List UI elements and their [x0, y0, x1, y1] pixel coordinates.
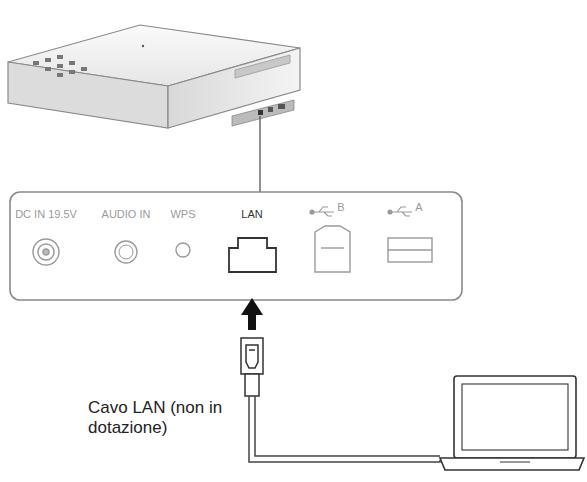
port-label: B	[337, 201, 344, 213]
ports	[33, 226, 432, 272]
port-label: AUDIO IN	[102, 208, 151, 220]
port-panel	[10, 192, 462, 300]
usb-symbol	[310, 207, 412, 216]
laptop	[440, 376, 584, 470]
port-panel: DC IN 19.5V AUDIO IN WPS LAN B A	[10, 192, 462, 300]
port-label: A	[415, 201, 422, 213]
lan-cable	[249, 396, 440, 462]
port-label: LAN	[241, 208, 262, 220]
port-label: WPS	[170, 208, 195, 220]
speaker-unit	[8, 25, 300, 128]
cable-label: Cavo LAN (non in dotazione)	[88, 398, 238, 438]
port-label: DC IN 19.5V	[15, 208, 77, 220]
insert-arrow	[241, 298, 263, 330]
lan-plug	[241, 338, 263, 396]
